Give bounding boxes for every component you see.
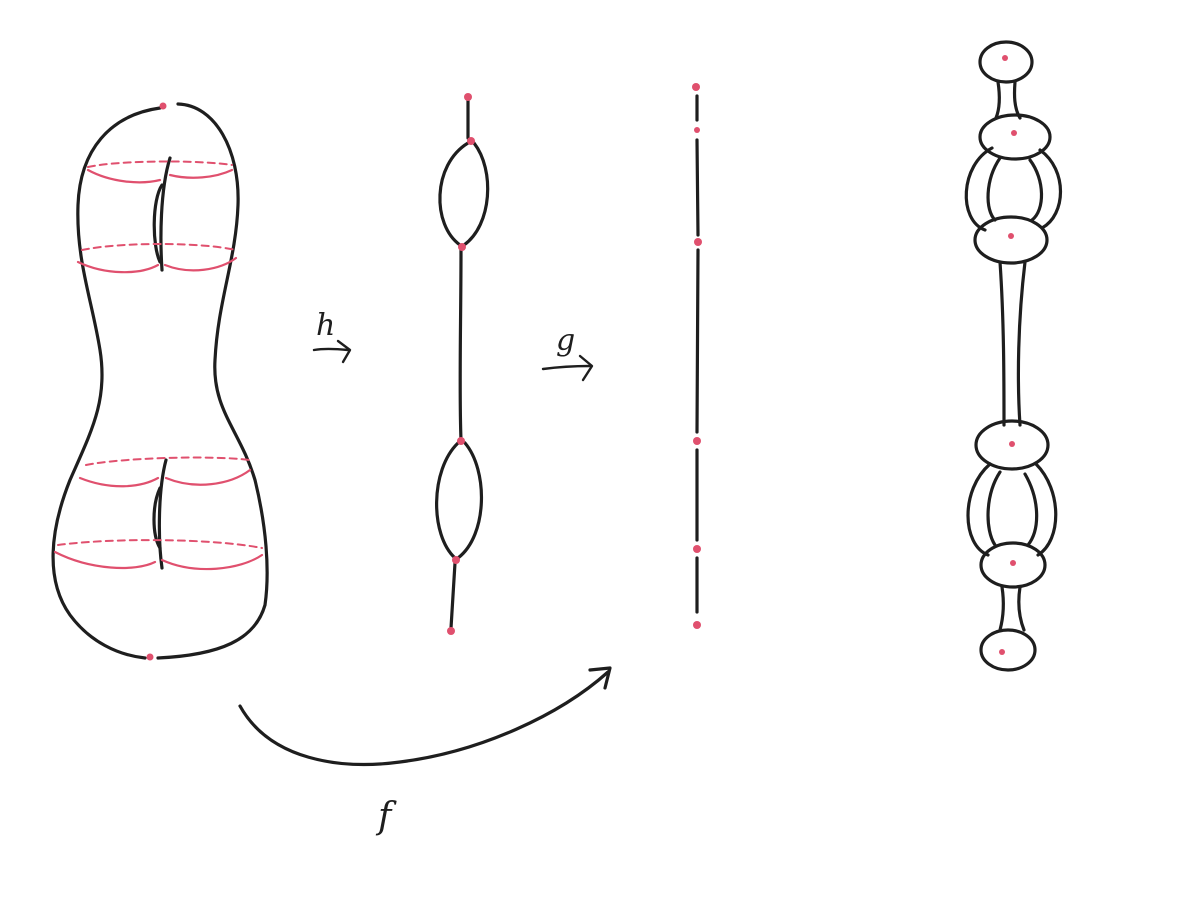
level-curve-1 bbox=[86, 168, 162, 184]
blob-upper-lower-junction bbox=[973, 215, 1049, 265]
thick-vertex-3 bbox=[1008, 233, 1014, 239]
map-label-f: f bbox=[375, 796, 397, 837]
reeb-loop-lower-left bbox=[435, 441, 460, 560]
arrow-g: g bbox=[541, 323, 594, 382]
interval-point-2 bbox=[694, 127, 700, 133]
thick-vertex-6 bbox=[999, 649, 1005, 655]
reeb-loop-upper-right bbox=[462, 141, 490, 247]
critical-point-top bbox=[159, 102, 167, 110]
upper-handle-inner-left bbox=[986, 156, 1002, 222]
long-neck-left bbox=[998, 260, 1006, 427]
level-curve-2 bbox=[76, 260, 160, 274]
interval-segment-2 bbox=[695, 138, 700, 237]
blob-upper-junction bbox=[978, 113, 1052, 161]
thick-vertex-4 bbox=[1009, 441, 1015, 447]
map-label-g: g bbox=[556, 323, 575, 358]
upper-hole-outer bbox=[159, 156, 172, 272]
blob-lower-upper-junction bbox=[974, 419, 1050, 471]
level-curve-1b bbox=[168, 168, 234, 179]
level-curve-2b bbox=[163, 256, 238, 272]
reeb-vertex-4 bbox=[457, 437, 465, 445]
reeb-edge-middle bbox=[458, 248, 463, 442]
lower-handle-outer-right bbox=[1034, 462, 1058, 557]
upper-handle-outer-right bbox=[1038, 148, 1062, 230]
interval-point-3 bbox=[694, 238, 702, 246]
interval-point-6 bbox=[693, 621, 701, 629]
level-curve-1-back bbox=[87, 160, 233, 168]
neck-top-right bbox=[1012, 80, 1022, 120]
arrow-g-shaft bbox=[541, 364, 592, 371]
interval-point-5 bbox=[693, 545, 701, 553]
surface-outline-left bbox=[51, 106, 162, 660]
interval-point-4 bbox=[693, 437, 701, 445]
level-curve-4 bbox=[53, 550, 157, 570]
blob-lower-junction bbox=[979, 541, 1047, 589]
surface-outline-right bbox=[156, 102, 269, 660]
neck-bottom-left bbox=[998, 585, 1005, 632]
reeb-vertex-2 bbox=[467, 137, 475, 145]
level-curve-3 bbox=[78, 476, 160, 488]
arrow-g-head bbox=[578, 354, 594, 382]
blob-bottom bbox=[979, 628, 1037, 672]
level-curve-4-back bbox=[57, 539, 263, 549]
reeb-edge-bottom bbox=[449, 561, 457, 630]
critical-point-bottom bbox=[146, 653, 154, 661]
interval-segment-3 bbox=[695, 248, 700, 434]
reeb-loop-lower-right bbox=[456, 441, 483, 560]
long-neck-right bbox=[1016, 260, 1027, 427]
level-curve-2-back bbox=[81, 243, 237, 251]
thick-vertex-2 bbox=[1011, 130, 1017, 136]
level-curve-4b bbox=[160, 553, 264, 571]
arrow-f-shaft bbox=[238, 670, 610, 767]
arrow-f-head bbox=[588, 666, 612, 690]
map-label-h: h bbox=[316, 308, 335, 343]
neck-bottom-right bbox=[1017, 585, 1026, 632]
blob-top bbox=[978, 40, 1034, 84]
upper-hole-inner bbox=[152, 183, 164, 264]
lower-hole-inner bbox=[152, 486, 162, 550]
lower-handle-outer-left bbox=[966, 462, 992, 557]
thick-vertex-1 bbox=[1002, 55, 1008, 61]
arrow-h: h bbox=[312, 308, 352, 364]
upper-handle-inner-right bbox=[1028, 158, 1044, 222]
reeb-loop-upper-left bbox=[438, 141, 470, 247]
thick-vertex-5 bbox=[1010, 560, 1016, 566]
reeb-graph bbox=[435, 93, 490, 635]
level-curve-3b bbox=[164, 468, 252, 486]
genus-two-surface bbox=[51, 102, 269, 661]
lower-hole-outer bbox=[157, 458, 168, 570]
interval bbox=[692, 83, 702, 629]
neck-top-left bbox=[994, 80, 1001, 120]
lower-handle-inner-left bbox=[986, 470, 1002, 547]
interval-point-1 bbox=[692, 83, 700, 91]
reeb-vertex-5 bbox=[452, 556, 460, 564]
arrow-h-head bbox=[336, 339, 352, 364]
reeb-vertex-6 bbox=[447, 627, 455, 635]
arrow-f: f bbox=[238, 666, 612, 837]
reeb-vertex-1 bbox=[464, 93, 472, 101]
level-curve-3-back bbox=[85, 456, 251, 466]
arrow-h-shaft bbox=[312, 347, 350, 352]
thickened-reeb-graph bbox=[964, 40, 1062, 672]
upper-handle-outer-left bbox=[964, 146, 994, 232]
reeb-vertex-3 bbox=[458, 243, 466, 251]
lower-handle-inner-right bbox=[1023, 472, 1039, 547]
